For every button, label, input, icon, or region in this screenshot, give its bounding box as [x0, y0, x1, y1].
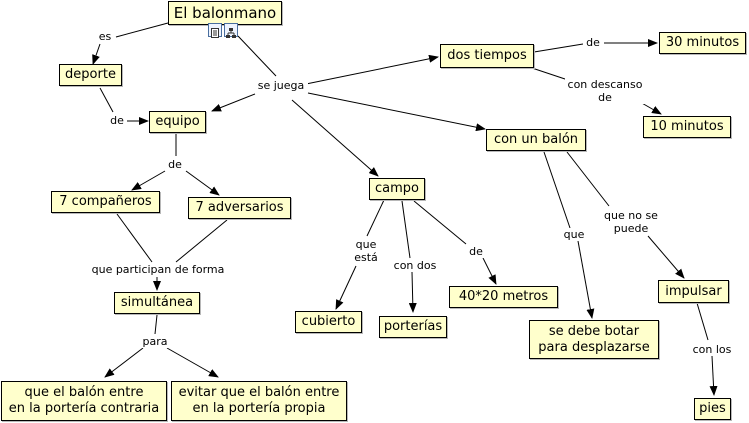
- hierarchy-icon[interactable]: [224, 23, 238, 38]
- document-icon[interactable]: [208, 23, 222, 38]
- hierarchy-icon-glyph: [226, 28, 236, 38]
- concept-porterias[interactable]: porterías: [379, 316, 447, 338]
- concept-el-balonmano[interactable]: El balonmano: [168, 1, 282, 25]
- link-que-participan-de-forma: que participan de forma: [85, 263, 231, 276]
- link-que-esta: que está: [351, 238, 381, 264]
- concept-40x20-metros[interactable]: 40*20 metros: [449, 286, 558, 308]
- concept-campo[interactable]: campo: [369, 178, 425, 200]
- concept-7-companeros[interactable]: 7 compañeros: [51, 191, 160, 213]
- concept-deporte[interactable]: deporte: [59, 64, 122, 86]
- concept-equipo[interactable]: equipo: [149, 111, 206, 133]
- link-es: es: [95, 30, 115, 43]
- concept-7-adversarios[interactable]: 7 adversarios: [188, 197, 291, 219]
- concept-se-debe-botar[interactable]: se debe botar para desplazarse: [529, 320, 659, 359]
- link-de-dos-tiempos: de: [583, 36, 603, 49]
- concept-30-minutos[interactable]: 30 minutos: [659, 32, 746, 54]
- link-con-descanso-de: con descanso de: [565, 78, 645, 104]
- link-para: para: [140, 335, 170, 348]
- concept-que-el-balon-entre-contraria[interactable]: que el balón entre en la portería contra…: [1, 381, 167, 421]
- document-icon-glyph: [211, 28, 219, 38]
- link-de-campo-metros: de: [466, 245, 486, 258]
- link-que-no-se-puede: que no se puede: [598, 209, 664, 235]
- link-se-juega: se juega: [254, 79, 308, 92]
- concept-con-un-balon[interactable]: con un balón: [486, 129, 586, 151]
- link-que: que: [561, 228, 587, 241]
- concept-pies[interactable]: pies: [694, 398, 731, 420]
- concept-cubierto[interactable]: cubierto: [295, 311, 362, 333]
- link-de-deporte-equipo: de: [107, 114, 127, 127]
- concept-simultanea[interactable]: simultánea: [114, 292, 200, 314]
- link-con-los: con los: [688, 343, 736, 356]
- link-de-equipo: de: [165, 158, 185, 171]
- concept-evitar-que-el-balon-entre-propia[interactable]: evitar que el balón entre en la portería…: [171, 381, 347, 421]
- concept-impulsar[interactable]: impulsar: [658, 280, 729, 303]
- concept-10-minutos[interactable]: 10 minutos: [643, 116, 731, 138]
- link-con-dos: con dos: [390, 259, 440, 272]
- concept-dos-tiempos[interactable]: dos tiempos: [440, 44, 534, 68]
